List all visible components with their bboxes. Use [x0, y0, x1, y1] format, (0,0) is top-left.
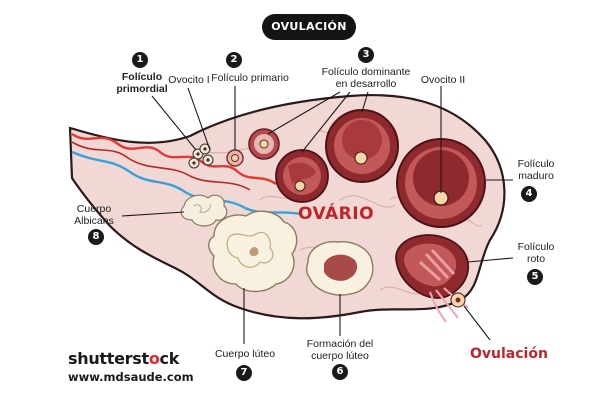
developing-follicle-large: [325, 109, 399, 183]
released-ovum: [450, 292, 466, 308]
page-title: OVULACIÓN: [262, 14, 356, 40]
ovulation-label: Ovulación: [470, 346, 548, 362]
primordial-follicles: [188, 143, 214, 169]
label-ruptured: Folículo roto: [511, 241, 561, 265]
label-oocyte-two: Ovocito II: [420, 74, 466, 86]
label-mature-line2: maduro: [518, 170, 554, 182]
label-primordial-line1: Folículo: [121, 71, 163, 83]
label-mature-line1: Folículo: [517, 158, 555, 170]
corpus-luteum-forming: [305, 241, 374, 296]
label-corpus-luteum-formation: Formación del cuerpo lúteo: [294, 338, 386, 362]
label-dominant-line1: Folículo dominante: [321, 66, 411, 78]
label-dominant: Folículo dominante en desarrollo: [316, 66, 416, 90]
label-ruptured-line2: roto: [526, 253, 546, 265]
label-corpus-albicans: Cuerpo Albicans: [66, 203, 122, 227]
badge-primordial: 1: [132, 52, 148, 68]
ruptured-follicle: [395, 234, 469, 323]
label-formation-line2: cuerpo lúteo: [311, 350, 369, 362]
blood-vessel-red: [71, 132, 277, 186]
label-ruptured-line1: Folículo: [517, 241, 555, 253]
site-url: www.mdsaude.com: [68, 370, 194, 384]
label-albicans-line2: Albicans: [74, 215, 114, 227]
badge-ruptured: 5: [527, 269, 543, 285]
label-mature: Folículo maduro: [511, 158, 561, 182]
brand-logo-part2: ck: [159, 349, 180, 368]
brand-logo: shutterstock: [68, 349, 179, 368]
developing-follicle-small: [248, 128, 280, 160]
badge-dominant: 3: [358, 47, 374, 63]
label-oocyte-one: Ovocito I: [168, 74, 210, 86]
badge-corpus-luteum: 7: [236, 365, 252, 381]
badge-primary: 2: [226, 52, 242, 68]
primary-follicle: [226, 149, 244, 167]
pointer-lines: [121, 86, 514, 344]
brand-logo-o: o: [148, 349, 160, 368]
label-albicans-line1: Cuerpo: [76, 203, 112, 215]
corpus-albicans: [180, 194, 228, 227]
label-formation-line1: Formación del: [306, 338, 374, 350]
badge-mature: 4: [521, 186, 537, 202]
organ-label: OVÁRIO: [298, 204, 375, 224]
blood-vessel-red-2: [71, 141, 251, 191]
label-primary: Folículo primario: [211, 72, 289, 84]
corpus-luteum: [208, 210, 298, 293]
brand-logo-part1: shutterst: [68, 349, 149, 368]
badge-corpus-luteum-formation: 6: [332, 364, 348, 380]
label-dominant-line2: en desarrollo: [335, 78, 397, 90]
developing-follicle-medium: [275, 149, 329, 203]
label-primordial: Folículo primordial: [112, 71, 172, 95]
badge-corpus-albicans: 8: [88, 229, 104, 245]
label-corpus-luteum: Cuerpo lúteo: [214, 348, 276, 360]
label-primordial-line2: primordial: [116, 83, 168, 95]
